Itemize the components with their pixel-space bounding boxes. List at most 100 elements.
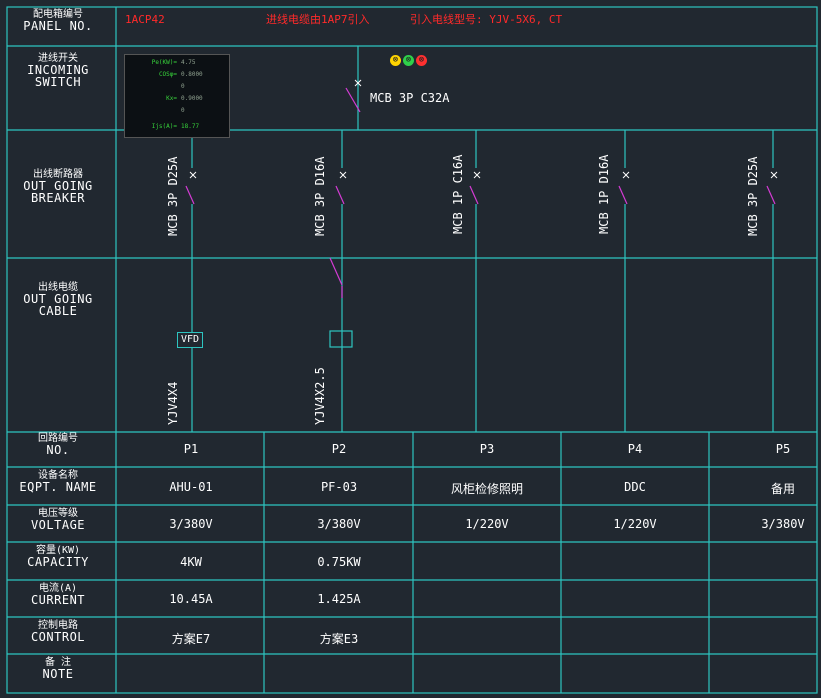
incoming-switch-blade (345, 87, 361, 113)
incoming-switch-x-mark (354, 79, 362, 87)
row-label-cn: 容量(KW) (35, 545, 81, 556)
panel-no-value: 1ACP42 (125, 13, 165, 26)
breaker-x-mark (339, 171, 347, 179)
row-label-en: CONTROL (30, 630, 86, 645)
row-label-eqpt-name: 设备名称 EQPT. NAME (0, 470, 116, 495)
cell-name-p5: 备用 (770, 482, 795, 496)
incoming-switch-rating: MCB 3P C32A (370, 91, 450, 105)
cell-control-p1: 方案E7 (171, 632, 211, 646)
row-label-en: CAPACITY (27, 555, 89, 570)
breaker-blade (185, 185, 195, 205)
calc-value: 0.9000 (181, 95, 203, 102)
cell-current-p1: 10.45A (169, 592, 213, 606)
cell-voltage-p5: 3/380V (761, 517, 805, 531)
row-label-en: INCOMING (27, 63, 89, 78)
row-label-cn: 出线断路器 (33, 169, 83, 180)
calc-value: 0 (181, 107, 185, 114)
row-label-en: OUT GOING (23, 292, 93, 307)
row-label-en2: CABLE (38, 304, 78, 319)
row-label-cn: 出线电缆 (38, 282, 78, 293)
breaker-blade (335, 185, 345, 205)
cell-control-p2: 方案E3 (319, 632, 359, 646)
indicator-lamp-red-icon: ⊗ (416, 55, 427, 66)
breaker-rating-p2: MCB 3P D16A (313, 156, 327, 236)
overload-relay (329, 330, 353, 348)
cell-voltage-p3: 1/220V (465, 517, 509, 531)
row-label-en2: SWITCH (34, 75, 82, 90)
row-label-capacity: 容量(KW) CAPACITY (0, 545, 116, 570)
cell-name-p2: PF-03 (320, 480, 358, 494)
indicator-lamp-yellow-icon: ⊗ (390, 55, 401, 66)
breaker-rating-p3: MCB 1P C16A (451, 154, 465, 234)
row-label-en: OUT GOING (23, 179, 93, 194)
calc-key: COSφ= (158, 71, 177, 78)
cable-type-p1: YJV4X4 (166, 381, 180, 425)
row-label-cn: 控制电路 (38, 620, 78, 631)
breaker-x-mark (189, 171, 197, 179)
breaker-x-mark (770, 171, 778, 179)
breaker-x-mark (473, 171, 481, 179)
row-label-cn: 进线开关 (38, 53, 78, 64)
breaker-rating-p4: MCB 1P D16A (597, 154, 611, 234)
calc-value: 18.77 (181, 123, 200, 130)
incoming-cable-note: 引入电线型号: YJV-5X6, CT (410, 13, 563, 26)
contactor-blade (329, 257, 343, 286)
calc-key: Kx= (166, 95, 177, 102)
row-label-en: CURRENT (30, 593, 86, 608)
cell-voltage-p4: 1/220V (613, 517, 657, 531)
panel-no-label: 配电箱编号 PANEL NO. (0, 9, 116, 34)
breaker-blade (469, 185, 479, 205)
row-label-voltage: 电压等级 VOLTAGE (0, 508, 116, 533)
row-label-control: 控制电路 CONTROL (0, 620, 116, 645)
cell-voltage-p1: 3/380V (169, 517, 213, 531)
cell-name-p3: 风柜检修照明 (450, 482, 523, 496)
cell-no-p4: P4 (627, 442, 643, 456)
row-label-en: NO. (46, 443, 70, 458)
cell-name-p1: AHU-01 (169, 480, 213, 494)
row-label-cn: 回路编号 (38, 433, 78, 444)
row-label-en: EQPT. NAME (19, 480, 97, 495)
row-label-en: NOTE (42, 667, 74, 682)
cell-capacity-p2: 0.75KW (317, 555, 361, 569)
breaker-blade (766, 185, 776, 205)
row-label-note: 备 注 NOTE (0, 657, 116, 682)
row-label-en2: BREAKER (30, 191, 86, 206)
cell-no-p3: P3 (479, 442, 495, 456)
calc-value: 0.8000 (181, 71, 203, 78)
cell-no-p5: P5 (775, 442, 791, 456)
row-label-cn: 电流(A) (38, 583, 78, 594)
cell-voltage-p2: 3/380V (317, 517, 361, 531)
row-label-incoming: 进线开关 INCOMING SWITCH (0, 53, 116, 90)
breaker-rating-p1: MCB 3P D25A (166, 156, 180, 236)
cell-no-p2: P2 (331, 442, 347, 456)
panel-no-label-en: PANEL NO. (23, 19, 93, 34)
incoming-source-note: 进线电缆由1AP7引入 (266, 13, 370, 26)
calc-value: 0 (181, 83, 185, 90)
row-label-cn: 设备名称 (38, 470, 78, 481)
cable-type-p2: YJV4X2.5 (313, 367, 327, 425)
row-label-breaker: 出线断路器 OUT GOING BREAKER (0, 169, 116, 206)
indicator-lamp-green-icon: ⊗ (403, 55, 414, 66)
calc-value: 4.75 (181, 59, 196, 66)
panel-no-label-cn: 配电箱编号 (33, 9, 83, 20)
breaker-blade (618, 185, 628, 205)
cell-no-p1: P1 (183, 442, 199, 456)
row-label-en: VOLTAGE (30, 518, 86, 533)
row-label-cn: 备 注 (44, 657, 72, 668)
diagram-border (6, 6, 818, 694)
load-calculation-box: Pe(KW)= 4.75 COSφ= 0.8000 0 Kx= 0.9000 0 Ij… (124, 54, 230, 138)
cell-name-p4: DDC (624, 480, 646, 494)
cell-current-p2: 1.425A (317, 592, 361, 606)
breaker-x-mark (622, 171, 630, 179)
breaker-rating-p5: MCB 3P D25A (746, 156, 760, 236)
calc-key: Ijs(A)= (151, 123, 177, 130)
row-label-no: 回路编号 NO. (0, 433, 116, 458)
calc-key: Pe(KW)= (151, 59, 177, 66)
row-label-cn: 电压等级 (38, 508, 78, 519)
row-label-cable: 出线电缆 OUT GOING CABLE (0, 282, 116, 319)
vfd-device: VFD (177, 332, 204, 348)
row-label-current: 电流(A) CURRENT (0, 583, 116, 608)
cell-capacity-p1: 4KW (180, 555, 202, 569)
